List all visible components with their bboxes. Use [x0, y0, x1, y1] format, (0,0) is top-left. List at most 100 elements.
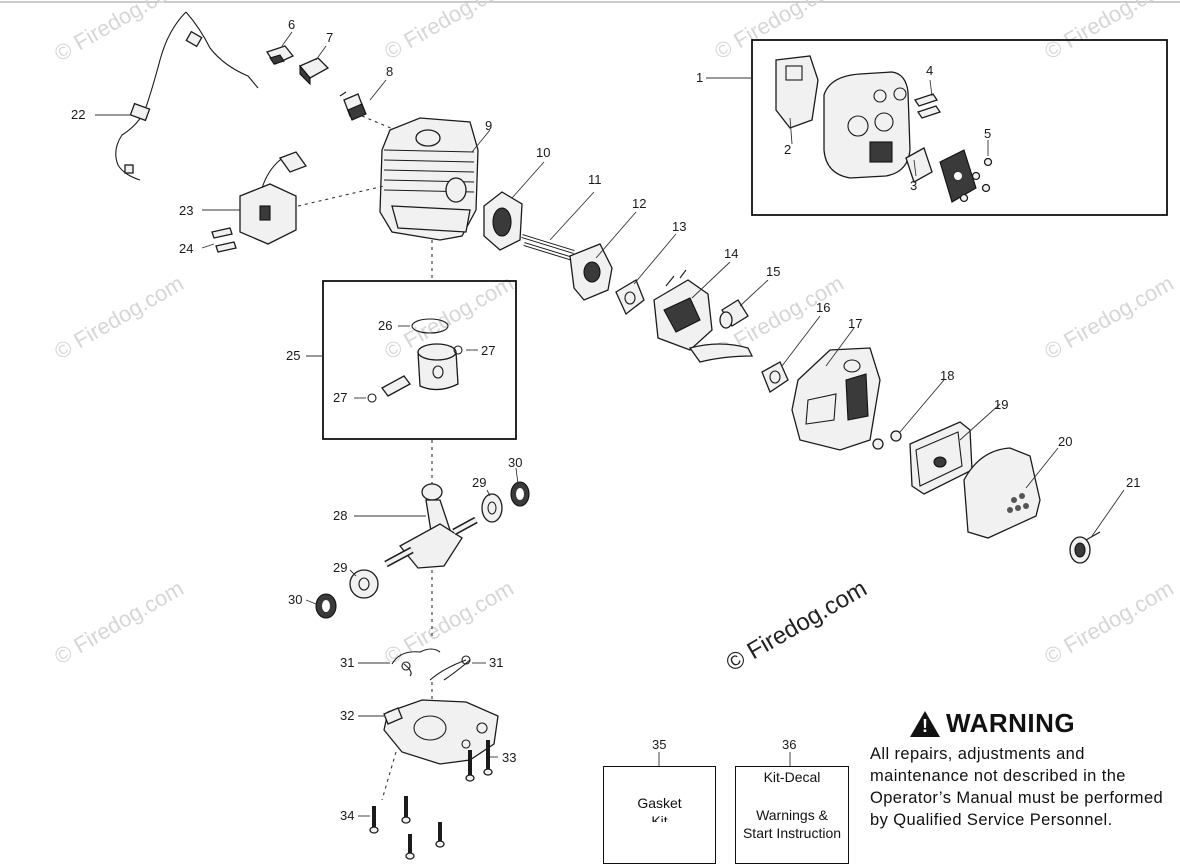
callout-1: 1	[696, 70, 703, 85]
callout-29: 29	[333, 560, 347, 575]
crankcase	[383, 699, 499, 765]
air-box-nuts	[872, 430, 902, 450]
warning-triangle-icon: !	[910, 710, 940, 737]
callout-8: 8	[386, 64, 393, 79]
muffler-assembly-box	[751, 39, 1168, 216]
decal-kit-label: Kit-Decal	[763, 769, 821, 785]
callout-30: 30	[508, 455, 522, 470]
connector-part	[298, 57, 330, 86]
bearing-retainer	[429, 655, 471, 681]
cover-knob	[1069, 531, 1101, 564]
spark-plug	[339, 91, 367, 121]
warning-text: All repairs, adjustments and maintenance…	[870, 745, 1164, 829]
callout-6: 6	[288, 17, 295, 32]
carb-adapter	[569, 243, 613, 301]
callout-31: 31	[340, 655, 354, 670]
warning-notice: ! WARNING All repairs, adjustments and m…	[870, 708, 1170, 831]
bearing	[349, 569, 379, 599]
callout-3: 3	[910, 178, 917, 193]
muffler-screws	[913, 93, 942, 119]
piston-pin-clip	[367, 345, 463, 403]
piston-kit-box	[322, 280, 517, 440]
cylinder	[379, 117, 479, 241]
callout-34: 34	[340, 808, 354, 823]
intake-boot	[483, 191, 523, 251]
watermark-group: © Firedog.com © Firedog.com © Firedog.co…	[50, 0, 1178, 669]
callout-15: 15	[766, 264, 780, 279]
decal-kit-box: Kit-Decal Warnings & Start Instruction	[735, 766, 849, 864]
watermark: © Firedog.com	[50, 575, 188, 669]
callout-33: 33	[502, 750, 516, 765]
muffler-small-screws	[959, 157, 993, 203]
piston-ring	[411, 318, 449, 334]
callout-12: 12	[632, 196, 646, 211]
switch-part	[265, 45, 295, 65]
decal-kit-label-3: Start Instruction	[742, 825, 842, 841]
gasket-kit-label: Gasket	[637, 795, 682, 811]
callout-11: 11	[588, 172, 602, 187]
callout-27: 27	[481, 343, 495, 358]
spark-arrestor	[939, 149, 977, 203]
ignition-module	[239, 151, 308, 245]
watermark: © Firedog.com	[380, 0, 518, 64]
muffler-body	[823, 71, 911, 179]
intake-bolts	[521, 234, 577, 262]
callout-25: 25	[286, 348, 300, 363]
watermark: © Firedog.com	[50, 0, 188, 66]
callout-19: 19	[994, 397, 1008, 412]
module-screws	[211, 227, 237, 253]
callout-26: 26	[378, 318, 392, 333]
callout-30: 30	[288, 592, 302, 607]
callout-23: 23	[179, 203, 193, 218]
air-filter-cover	[963, 447, 1041, 539]
callout-16: 16	[816, 300, 830, 315]
callout-9: 9	[485, 118, 492, 133]
watermark: © Firedog.com	[1040, 0, 1178, 64]
callout-36: 36	[782, 737, 796, 752]
carb-gasket	[615, 279, 645, 316]
callout-22: 22	[71, 107, 85, 122]
gasket-kit-label-2: Kit	[651, 813, 668, 822]
watermark: © Firedog.com	[1040, 270, 1178, 364]
crankshaft	[384, 483, 478, 569]
watermark-large: © Firedog.com	[722, 575, 872, 677]
muffler-gasket	[775, 55, 819, 129]
bearing-retainer	[391, 648, 441, 677]
wiring-harness	[115, 11, 259, 181]
air-filter-gasket	[761, 361, 789, 393]
callout-14: 14	[724, 246, 738, 261]
callout-17: 17	[848, 316, 862, 331]
callout-35: 35	[652, 737, 666, 752]
callout-31: 31	[489, 655, 503, 670]
gasket-kit-box: Gasket Kit	[603, 766, 716, 864]
callout-24: 24	[179, 241, 193, 256]
watermark: © Firedog.com	[1040, 575, 1178, 669]
air-filter	[909, 421, 973, 495]
piston	[417, 343, 459, 391]
callout-13: 13	[672, 219, 686, 234]
callout-4: 4	[926, 63, 933, 78]
air-filter-base	[791, 347, 881, 451]
callout-28: 28	[333, 508, 347, 523]
carburetor	[653, 269, 754, 363]
callout-2: 2	[784, 142, 791, 157]
crankcase-screws	[465, 740, 493, 782]
muffler-deflector-gasket	[905, 147, 933, 183]
callout-27: 27	[333, 390, 347, 405]
callout-5: 5	[984, 126, 991, 141]
decal-kit-label-2: Warnings &	[756, 807, 828, 823]
watermark: © Firedog.com	[50, 270, 188, 364]
callout-20: 20	[1058, 434, 1072, 449]
warning-heading: ! WARNING	[910, 708, 1170, 739]
callout-32: 32	[340, 708, 354, 723]
seal	[315, 593, 337, 619]
warning-title: WARNING	[946, 708, 1076, 738]
callout-18: 18	[940, 368, 954, 383]
callout-21: 21	[1126, 475, 1140, 490]
primer-bulb	[719, 299, 749, 329]
watermark: © Firedog.com	[710, 0, 848, 64]
callout-29: 29	[472, 475, 486, 490]
bearing	[481, 493, 503, 523]
crankcase-bottom-screws	[369, 796, 445, 860]
